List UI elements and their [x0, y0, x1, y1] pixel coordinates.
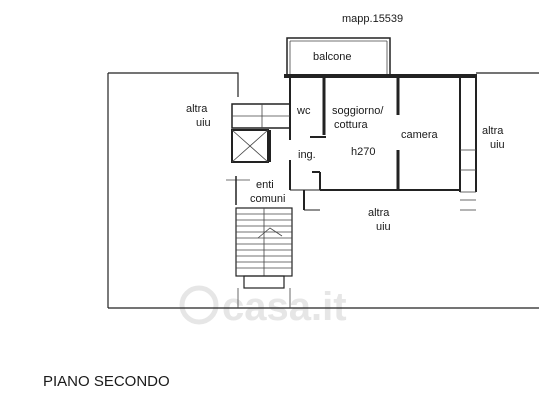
- apartment-walls: [284, 74, 477, 211]
- other-unit-left-line1: altra: [186, 103, 208, 115]
- room-label-cottura: cottura: [334, 119, 369, 131]
- room-label-ingresso: ing.: [298, 149, 316, 161]
- room-label-soggiorno: soggiorno/: [332, 105, 384, 117]
- watermark-text: casa.it: [222, 285, 347, 329]
- room-label-camera: camera: [401, 129, 439, 141]
- right-unit-walls: [460, 149, 476, 211]
- other-unit-bottom-line1: altra: [368, 207, 390, 219]
- other-unit-right-line2: uiu: [490, 139, 505, 151]
- other-unit-left-line2: uiu: [196, 117, 211, 129]
- building-outline: [107, 72, 539, 309]
- room-label-wc: wc: [296, 105, 311, 117]
- room-label-balcone: balcone: [313, 51, 352, 63]
- watermark: casa.it: [179, 285, 347, 329]
- common-area-label-line1: enti: [256, 179, 274, 191]
- other-unit-bottom-line2: uiu: [376, 221, 391, 233]
- ceiling-height-label: h270: [351, 146, 375, 158]
- stair-steps: [236, 213, 292, 269]
- parcel-label: mapp.15539: [342, 13, 403, 25]
- other-unit-right-line1: altra: [482, 125, 504, 137]
- common-area-label-line2: comuni: [250, 193, 285, 205]
- floor-caption: PIANO SECONDO: [43, 373, 170, 390]
- stairwell: [226, 103, 293, 289]
